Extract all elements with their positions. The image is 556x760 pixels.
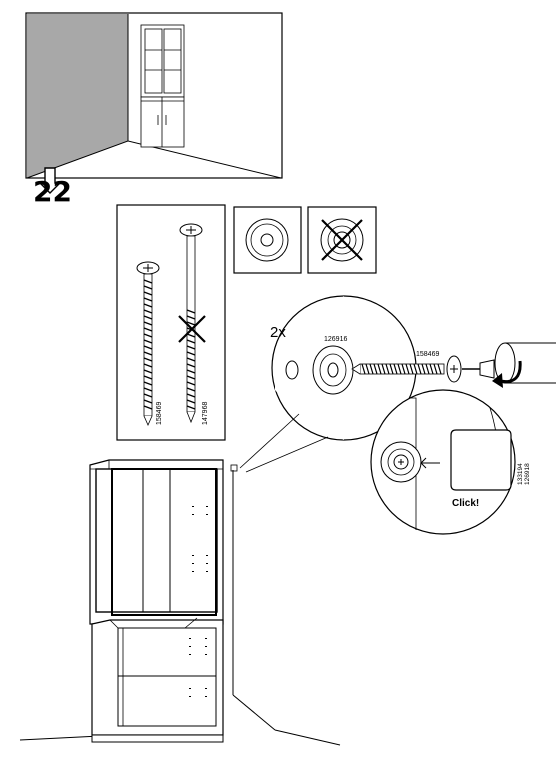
washer-code: 126916 bbox=[324, 336, 347, 343]
rotate-clockwise-icon bbox=[492, 360, 522, 388]
screw-wrong bbox=[179, 223, 203, 424]
screw-wrong-code: 147968 bbox=[202, 402, 209, 425]
screw-comparison-panel: 158469 147968 bbox=[116, 204, 226, 441]
screw-correct-code: 158469 bbox=[156, 402, 163, 425]
cap-code-2: 126918 bbox=[524, 463, 531, 485]
screw-code: 158469 bbox=[416, 351, 439, 358]
washer-correct-panel bbox=[233, 206, 302, 274]
cross-mark-icon bbox=[178, 315, 206, 343]
screw-correct bbox=[136, 261, 160, 426]
cabinet-thumbnail bbox=[140, 24, 185, 148]
cabinet-illustration bbox=[19, 459, 341, 746]
detail-circle-screw bbox=[271, 295, 462, 441]
screwdriver-icon bbox=[462, 342, 556, 384]
detail-circle-cap bbox=[370, 389, 516, 535]
room-overview-illustration bbox=[25, 12, 283, 179]
screw-position-marker bbox=[230, 464, 238, 472]
next-step-arrow bbox=[38, 167, 62, 194]
cross-mark-icon bbox=[321, 219, 363, 261]
detail-leader-line bbox=[239, 413, 329, 473]
step-number: 22 bbox=[33, 175, 72, 208]
washer-wrong-panel bbox=[307, 206, 377, 274]
quantity-label: 2x bbox=[270, 324, 286, 341]
click-label: Click! bbox=[452, 498, 479, 509]
cap-code-1: 133194 bbox=[517, 463, 524, 485]
